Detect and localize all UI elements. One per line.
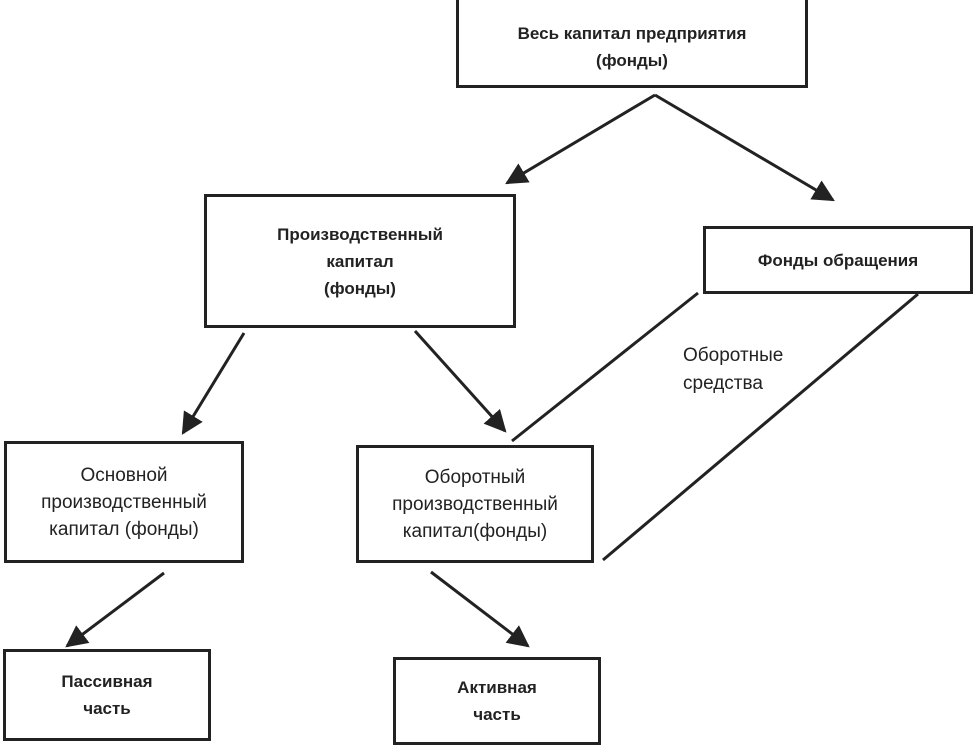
total-capital-label: Весь капитал предприятия (фонды) <box>517 24 747 70</box>
arrow-fixed-to-passive <box>65 571 165 648</box>
arrow-total-to-production <box>505 93 656 185</box>
arrow-total-to-circulation <box>654 93 835 202</box>
total-capital-box: Весь капитал предприятия (фонды) <box>456 0 808 88</box>
fixed-capital-box: Основной производственный капитал (фонды… <box>4 441 244 563</box>
production-capital-label: Производственный капитал (фонды) <box>277 224 443 298</box>
arrow-working-to-active <box>430 570 530 648</box>
line-circulation-to-working-lower <box>602 292 919 562</box>
passive-part-box: Пассивная часть <box>3 649 211 741</box>
circulation-funds-label: Фонды обращения <box>757 250 919 270</box>
circulation-funds-box: Фонды обращения <box>703 226 973 294</box>
current-assets-annotation: Оборотные средства <box>683 345 784 394</box>
passive-part-label: Пассивная часть <box>61 672 153 718</box>
working-capital-box: Оборотный производственный капитал(фонды… <box>356 445 594 563</box>
active-part-box: Активная часть <box>393 657 601 745</box>
arrow-production-to-fixed <box>181 332 246 435</box>
arrow-production-to-working <box>413 329 507 433</box>
fixed-capital-label: Основной производственный капитал (фонды… <box>41 464 207 540</box>
active-part-label: Активная часть <box>457 678 537 724</box>
production-capital-box: Производственный капитал (фонды) <box>204 194 516 328</box>
line-circulation-to-working-upper <box>511 291 699 443</box>
working-capital-label: Оборотный производственный капитал(фонды… <box>392 466 558 542</box>
